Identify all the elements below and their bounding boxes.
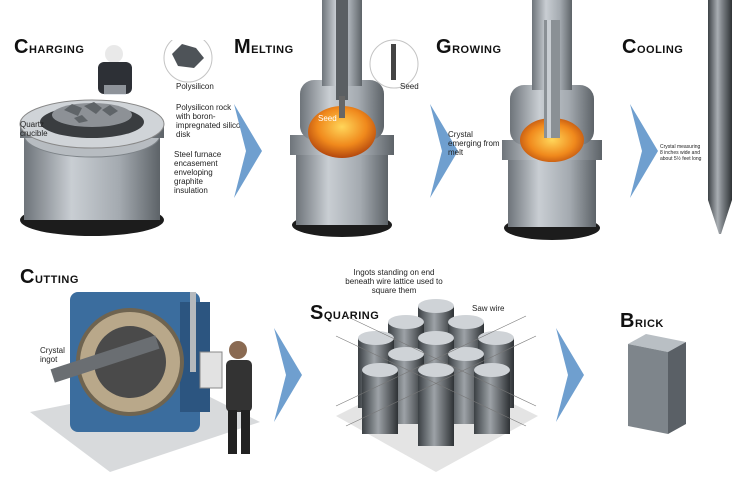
silicon-brick-illustration [624,332,690,436]
seed-inset-label: Seed [400,82,419,91]
growing-title: Growing [436,36,502,58]
crystal-ingot-label: Crystal ingot [40,346,65,364]
wire-lattice-label: Ingots standing on end beneath wire latt… [345,268,443,295]
growing-illustration [494,0,624,240]
crystal-emerging-label: Crystal emerging from melt [448,130,500,157]
steel-furnace-label: Steel furnace encasement enveloping grap… [174,150,222,195]
charging-illustration [12,40,232,240]
saw-wire-label: Saw wire [472,304,505,313]
cooling-crystal-illustration [700,0,740,236]
crystal-measuring-label: Crystal measuring 8 inches wide and abou… [660,144,702,162]
process-arrow-icon [232,102,264,200]
cutting-machine-illustration [30,272,270,482]
polysilicon-rock-label: Polysilicon rock with boron-impregnated … [176,103,245,139]
seed-label: Seed [318,114,337,123]
melting-illustration [282,0,432,240]
squaring-ingots-illustration [326,296,546,482]
squaring-title: Squaring [310,302,380,324]
charging-title: Charging [14,36,85,58]
process-arrow-icon [428,102,460,200]
quartz-crucible-label: Quartz crucible [20,120,48,138]
process-arrow-icon [272,326,304,424]
cutting-title: Cutting [20,266,79,288]
polysilicon-label: Polysilicon [176,82,214,91]
process-arrow-icon [554,326,586,424]
cooling-title: Cooling [622,36,684,58]
melting-title: Melting [234,36,294,58]
process-arrow-icon [628,102,660,200]
brick-title: Brick [620,310,664,332]
